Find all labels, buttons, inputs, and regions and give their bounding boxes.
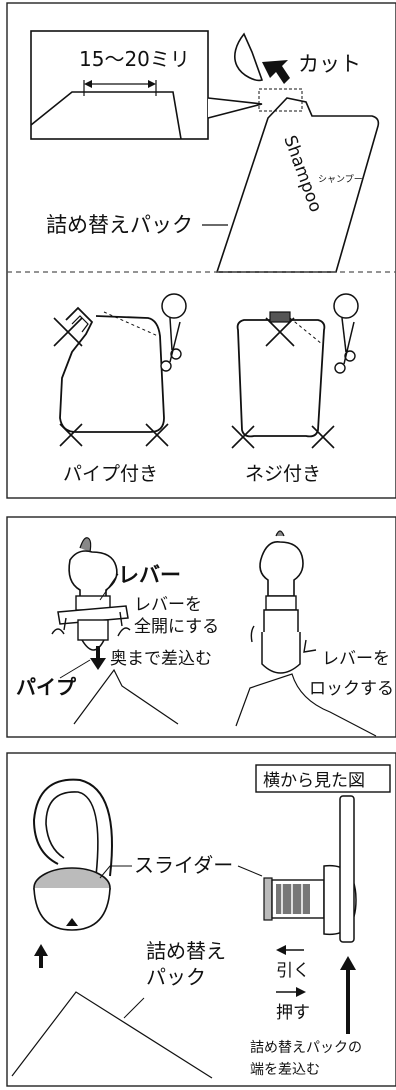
panel-2-frame [6, 516, 396, 738]
dispenser-open [51, 537, 131, 679]
lock-line1: レバーを [322, 649, 390, 669]
pouch-sub: シャンプー [318, 174, 363, 185]
panel-3-frame [6, 752, 396, 1087]
cut-piece [234, 32, 290, 84]
cut-label: カット [298, 52, 361, 76]
open-lever-line2: 全開にする [134, 617, 219, 637]
open-lever-line1: レバーを [134, 595, 202, 615]
refill-pack-line1: 詰め替え [146, 939, 226, 963]
push-label: 押す [276, 1003, 310, 1023]
refill-pack-line2: パック [146, 965, 206, 989]
side-view-label: 横から見た図 [263, 771, 365, 791]
hook-holder [32, 778, 113, 931]
pull-arrow [276, 945, 304, 955]
pipe-pouch-label: パイプ付き [63, 463, 158, 485]
insert-arrow [90, 646, 106, 670]
push-arrow [276, 987, 306, 997]
pack-edge-left [73, 668, 179, 725]
slide-up-arrow [34, 944, 48, 968]
refill-pack-edge [11, 991, 213, 1079]
lever-label: レバー [118, 563, 181, 587]
pull-label: 引く [276, 961, 310, 981]
lock-line2: ロックする [309, 679, 394, 699]
screw-pouch-label: ネジ付き [245, 463, 321, 485]
side-view-dispenser [263, 795, 357, 943]
end-insert-line1: 詰め替えパックの [250, 1040, 362, 1056]
end-insert-line2: 端を差込む [250, 1062, 320, 1078]
side-view-label-box [255, 764, 391, 793]
pack-label: 詰め替えパック [46, 213, 193, 237]
measure-zoom-box [30, 30, 263, 140]
insert-up-arrow [340, 956, 356, 1034]
slider-label: スライダー [134, 853, 233, 877]
dispenser-locked [250, 530, 317, 674]
pack-edge-right [235, 673, 377, 737]
pipe-label: パイプ [16, 675, 77, 699]
measure-label: 15〜20ミリ [79, 47, 190, 71]
insert-label: 奥まで差込む [110, 649, 212, 669]
screw-pouch [231, 293, 359, 449]
pipe-pouch [53, 293, 187, 447]
panel-1-frame [6, 2, 396, 499]
